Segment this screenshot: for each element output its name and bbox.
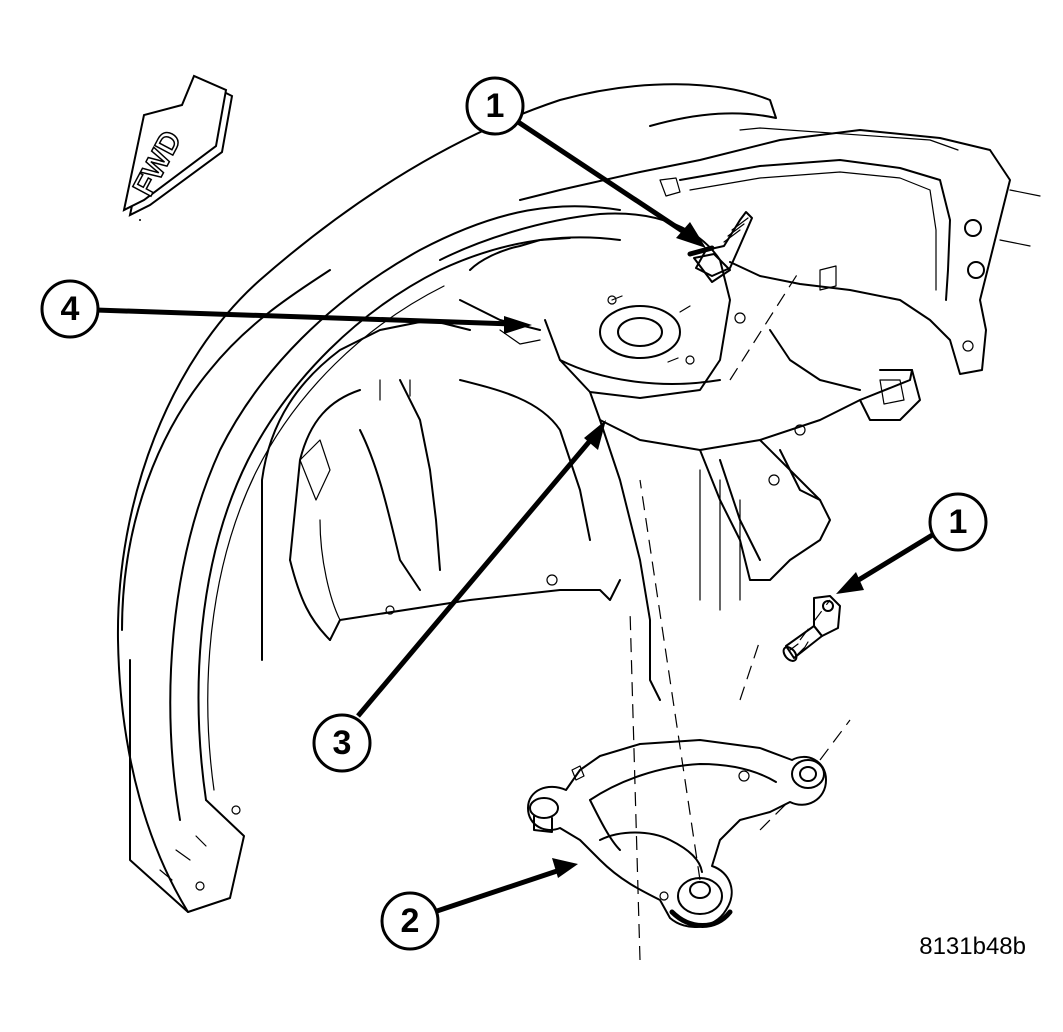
upper-rail — [519, 127, 1041, 375]
callout-3-label: 3 — [333, 724, 352, 762]
callout-4: 4 — [40, 279, 532, 339]
callout-2: 2 — [380, 858, 578, 951]
callout-1-upper-label: 1 — [486, 87, 505, 125]
callout-4-label: 4 — [61, 290, 80, 328]
inner-apron — [261, 319, 621, 661]
upper-bolt-mounted — [687, 211, 753, 283]
alignment-lines — [629, 269, 851, 961]
lower-frame — [599, 329, 921, 701]
callout-3: 3 — [312, 420, 606, 773]
callout-1-upper: 1 — [465, 76, 706, 248]
callout-2-label: 2 — [401, 902, 420, 940]
fender-panel — [116, 83, 777, 913]
callout-1-lower-label: 1 — [949, 503, 968, 541]
upper-control-arm — [527, 739, 827, 929]
callout-1-lower: 1 — [836, 492, 988, 594]
figure-id: 8131b48b — [919, 933, 1026, 960]
lower-bolt-exploded — [782, 595, 841, 662]
fwd-arrow: FWD — [122, 74, 234, 217]
